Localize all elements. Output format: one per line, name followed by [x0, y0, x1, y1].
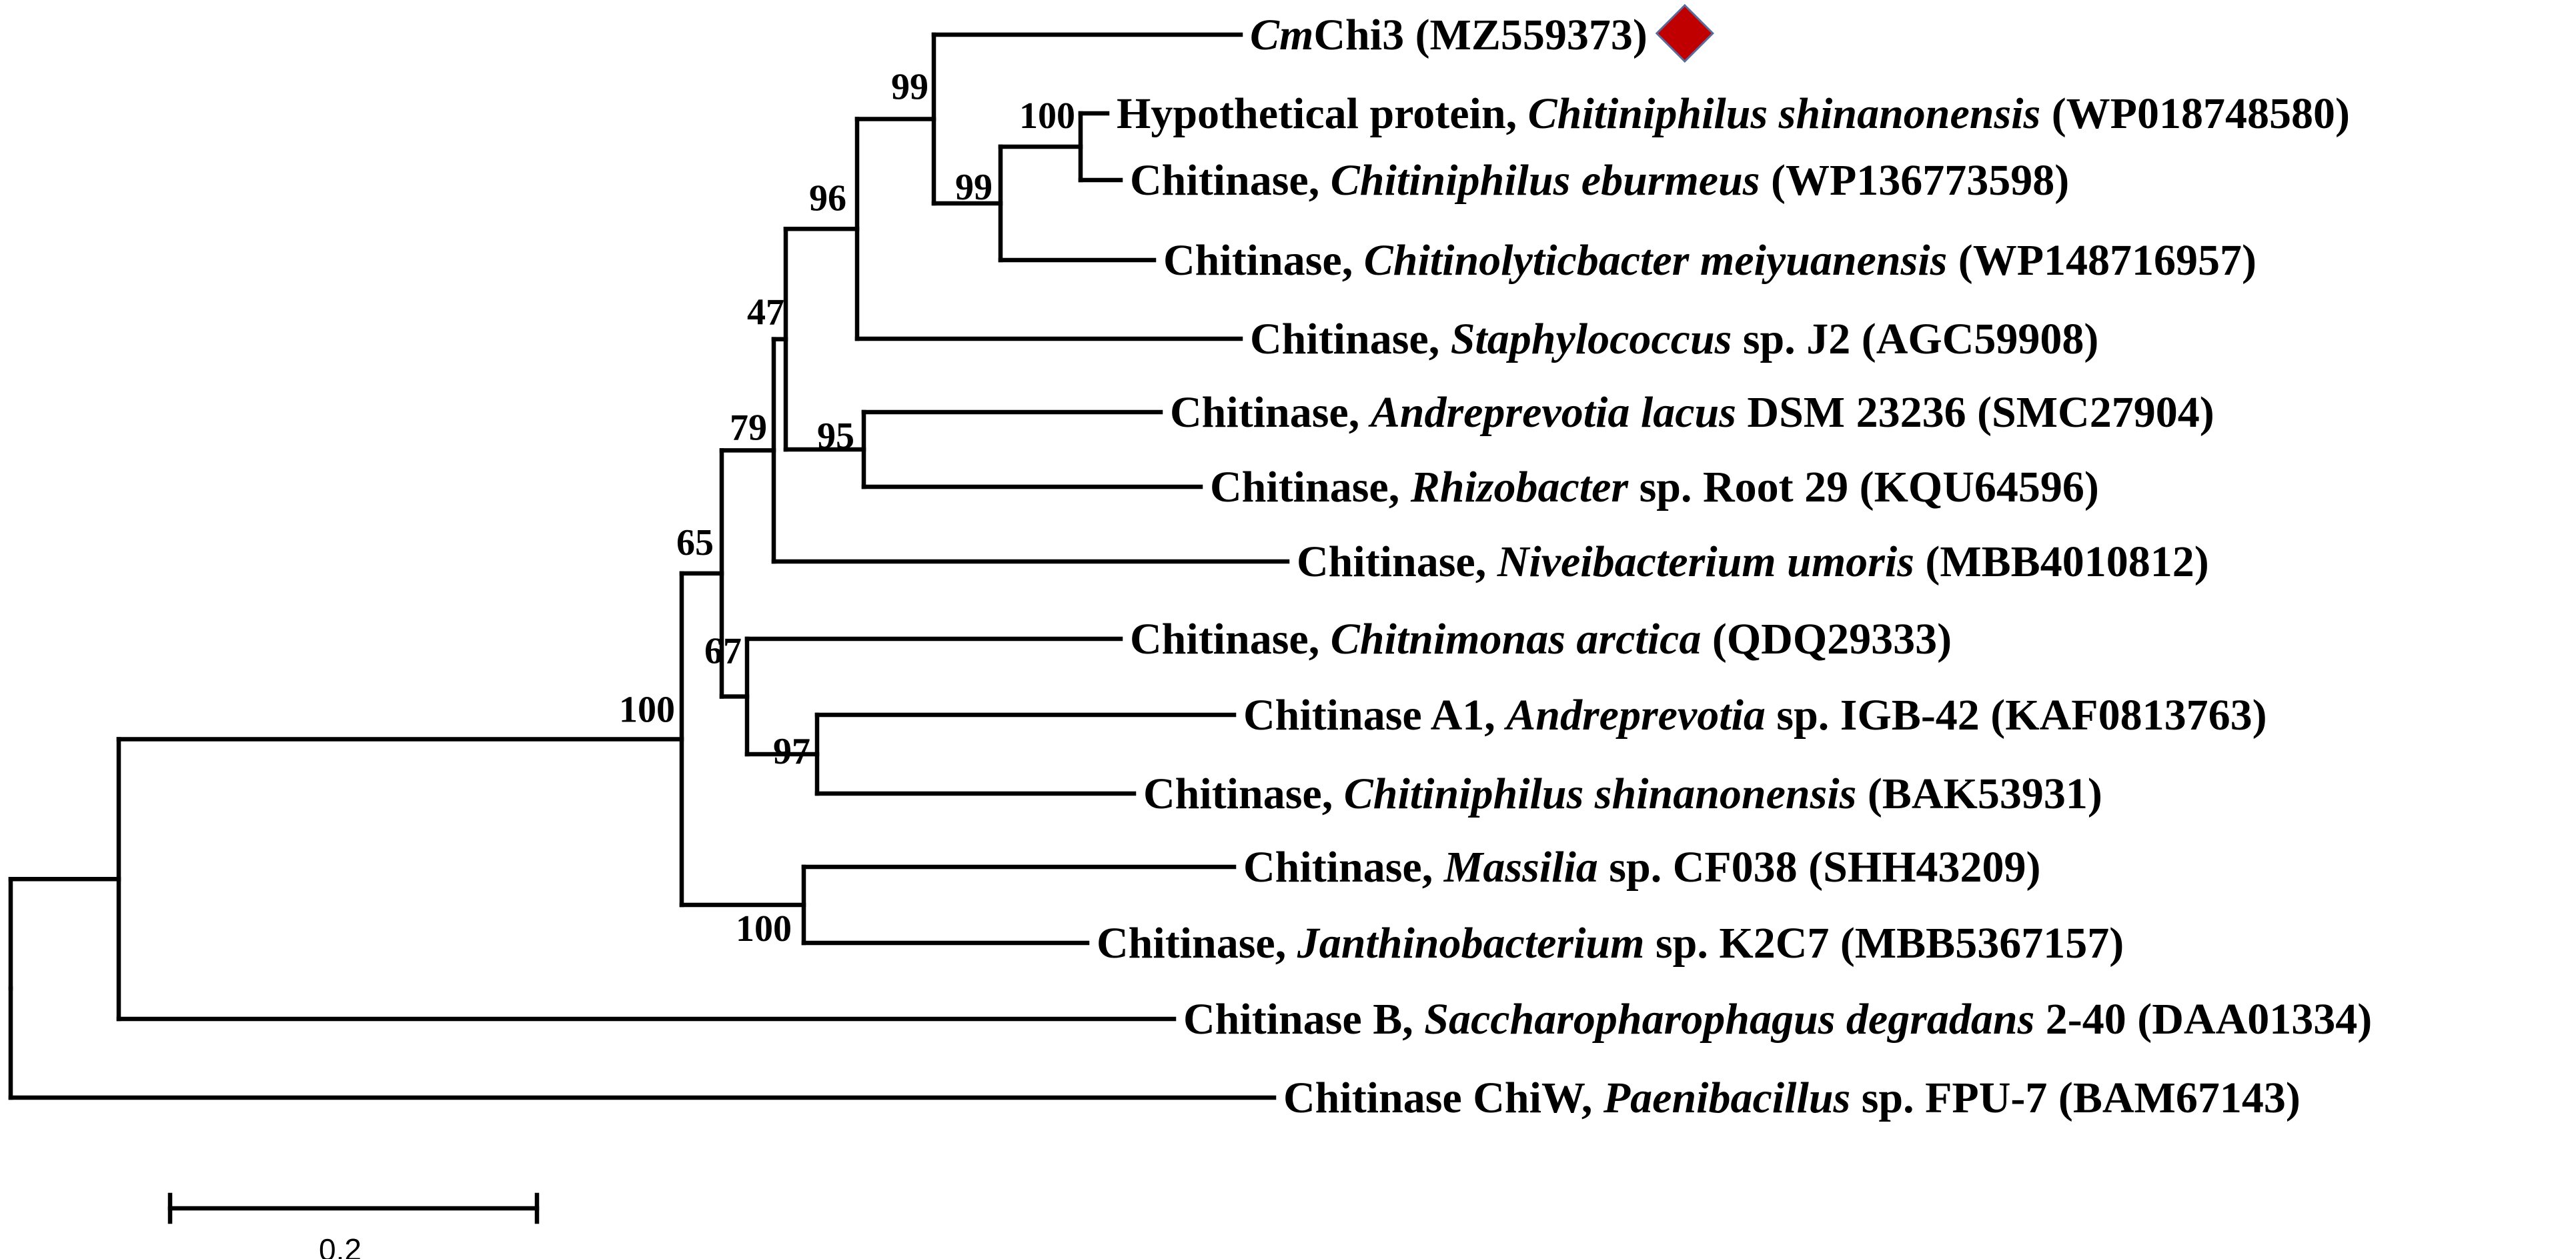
- leaf-label-part: Chitinase A1,: [1243, 691, 1506, 740]
- leaf-label-L11: Chitinase, Massilia sp. CF038 (SHH43209): [1243, 843, 2041, 892]
- leaf-label-part: Rhizobacter: [1410, 463, 1630, 511]
- leaf-label-L3: Chitinase, Chitinolyticbacter meiyuanens…: [1163, 236, 2257, 285]
- leaf-label-part: Chitinase,: [1170, 388, 1371, 437]
- leaf-label-part: Chitinase,: [1297, 537, 1497, 586]
- scale-bar-label: 0.2: [319, 1232, 362, 1259]
- leaf-label-part: Chitinase ChiW,: [1283, 1074, 1603, 1122]
- leaf-label-part: Chitinolyticbacter meiyuanensis: [1364, 236, 1948, 285]
- leaf-labels: CmChi3 (MZ559373) Hypothetical protein, C…: [1097, 3, 2372, 1122]
- leaf-label-part: Chitinase,: [1210, 463, 1411, 511]
- leaf-label-part: Paenibacillus: [1603, 1074, 1850, 1122]
- leaf-label-L8: Chitinase, Chitnimonas arctica (QDQ29333…: [1130, 615, 1952, 664]
- bootstrap-n_massilia_janthino: 100: [736, 908, 792, 950]
- leaf-label-L0: CmChi3 (MZ559373): [1250, 11, 1648, 59]
- leaf-label-part: Hypothetical protein,: [1117, 89, 1528, 138]
- leaf-label-part: Chitiniphilus shinanonensis: [1528, 89, 2041, 138]
- leaf-label-L5: Chitinase, Andreprevotia lacus DSM 23236…: [1170, 388, 2214, 437]
- bootstrap-n_with_nivei: 79: [730, 407, 767, 448]
- leaf-label-part: Chitiniphilus eburmeus: [1331, 156, 1760, 205]
- leaf-label-part: (WP148716957): [1947, 236, 2257, 285]
- bootstrap-values: 99 100 99 96 47 95 79 65 67 97 100 100: [619, 67, 1075, 950]
- bootstrap-n_hyp_ebu: 100: [1019, 95, 1075, 137]
- leaf-label-part: Chitinase,: [1130, 156, 1331, 205]
- leaf-label-part: Staphylococcus: [1451, 315, 1732, 363]
- leaf-label-part: sp. K2C7 (MBB5367157): [1645, 919, 2124, 968]
- leaf-label-part: Chitinase,: [1163, 236, 1364, 285]
- bootstrap-n_andre_rhizo: 95: [817, 415, 854, 457]
- leaf-label-part: (MBB4010812): [1914, 537, 2209, 586]
- leaf-label-L1: Hypothetical protein, Chitiniphilus shin…: [1117, 89, 2350, 138]
- leaf-label-L2: Chitinase, Chitiniphilus eburmeus (WP136…: [1130, 156, 2069, 205]
- bootstrap-n_upper_clade: 65: [676, 522, 714, 563]
- leaf-label-part: Andreprevotia lacus: [1368, 388, 1736, 437]
- leaf-label-L7: Chitinase, Niveibacterium umoris (MBB401…: [1297, 537, 2209, 586]
- leaf-label-part: Niveibacterium umoris: [1497, 537, 1914, 586]
- leaf-label-L14: Chitinase ChiW, Paenibacillus sp. FPU-7 …: [1283, 1074, 2301, 1122]
- bootstrap-n_hyp_ebu_mei: 99: [955, 167, 993, 208]
- bootstrap-n_arctica_group: 67: [704, 631, 742, 672]
- leaf-label-L9: Chitinase A1, Andreprevotia sp. IGB-42 (…: [1243, 691, 2267, 740]
- leaf-label-part: 2-40 (DAA01334): [2034, 995, 2372, 1044]
- scale-bar: 0.2: [167, 1192, 540, 1259]
- leaf-label-part: (BAK53931): [1856, 770, 2102, 818]
- bootstrap-n_a1_shin: 97: [773, 731, 810, 772]
- leaf-label-part: Chitinase,: [1250, 315, 1451, 363]
- leaf-label-part: sp. FPU-7 (BAM67143): [1850, 1074, 2301, 1122]
- leaf-label-part: Chitinase,: [1143, 770, 1344, 818]
- leaf-label-part: Chitnimonas arctica: [1331, 615, 1702, 664]
- leaf-label-L12: Chitinase, Janthinobacterium sp. K2C7 (M…: [1097, 919, 2124, 968]
- leaf-label-part: sp. IGB-42 (KAF0813763): [1766, 691, 2267, 740]
- leaf-label-part: Janthinobacterium: [1297, 919, 1645, 968]
- leaf-label-part: Chitiniphilus shinanonensis: [1344, 770, 1857, 818]
- leaf-label-part: Chitinase,: [1130, 615, 1331, 664]
- leaf-label-part: Andreprevotia: [1503, 691, 1766, 740]
- leaf-label-part: (QDQ29333): [1701, 615, 1952, 664]
- leaf-label-part: Cm: [1250, 11, 1313, 59]
- leaf-label-part: Chitinase,: [1097, 919, 1297, 968]
- leaf-label-part: Chitinase,: [1243, 843, 1444, 892]
- highlight-diamond-icon: [1655, 3, 1714, 63]
- bootstrap-n_with_staph: 96: [809, 177, 846, 219]
- bootstrap-n_ingroup: 100: [619, 689, 675, 730]
- leaf-label-part: DSM 23236 (SMC27904): [1736, 388, 2214, 437]
- leaf-label-part: (WP136773598): [1760, 156, 2069, 205]
- leaf-label-part: Chitinase B,: [1183, 995, 1424, 1044]
- leaf-label-L10: Chitinase, Chitiniphilus shinanonensis (…: [1143, 770, 2102, 818]
- leaf-label-part: Chi3 (MZ559373): [1313, 11, 1647, 59]
- leaf-label-L6: Chitinase, Rhizobacter sp. Root 29 (KQU6…: [1210, 463, 2099, 511]
- leaf-label-part: sp. CF038 (SHH43209): [1598, 843, 2041, 892]
- leaf-label-part: Massilia: [1443, 843, 1598, 892]
- tree-branches: [8, 32, 1290, 1100]
- leaf-label-L13: Chitinase B, Saccharopharophagus degrada…: [1183, 995, 2372, 1044]
- leaf-label-part: (WP018748580): [2040, 89, 2350, 138]
- leaf-label-part: sp. Root 29 (KQU64596): [1628, 463, 2099, 511]
- leaf-label-part: Saccharopharophagus degradans: [1424, 995, 2034, 1044]
- bootstrap-n_cm_hyp_ebu_mei: 99: [891, 67, 928, 108]
- leaf-label-L4: Chitinase, Staphylococcus sp. J2 (AGC599…: [1250, 315, 2098, 363]
- bootstrap-n_with_andre_rhizo: 47: [747, 292, 784, 333]
- leaf-label-part: sp. J2 (AGC59908): [1732, 315, 2098, 363]
